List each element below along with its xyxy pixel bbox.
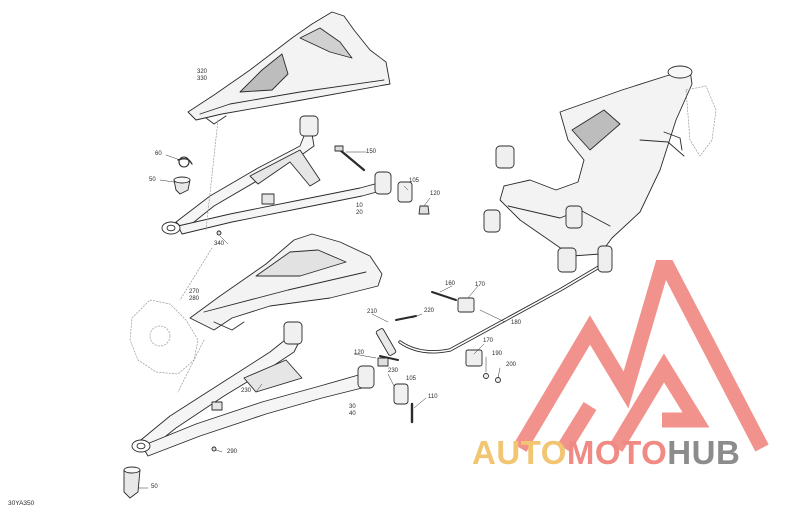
callout-105-lower: 105: [406, 376, 417, 382]
automotohub-wordmark: AUTOMOTOHUB: [472, 434, 800, 472]
callout-120-upper: 120: [430, 191, 441, 197]
lower-arm-hardware: [123, 315, 417, 499]
callout-10-20: 10 20: [356, 203, 363, 216]
leader-lines: [137, 151, 506, 489]
callout-340: 340: [214, 241, 225, 247]
callout-30-40: 30 40: [349, 404, 356, 417]
callout-160: 160: [445, 281, 456, 287]
callout-200: 200: [506, 362, 517, 368]
callout-105-upper: 105: [409, 178, 420, 184]
callout-270-280: 270 280: [189, 289, 200, 302]
callout-190: 190: [492, 351, 503, 357]
callout-180: 180: [511, 320, 522, 326]
callout-120-lower: 120: [354, 350, 365, 356]
callout-150: 150: [366, 149, 377, 155]
drawing-reference-code: 30YA350: [8, 500, 35, 507]
wordmark-part: MOTO: [566, 434, 668, 471]
upper-arm-protector: [187, 11, 391, 125]
callout-210: 210: [367, 309, 378, 315]
wordmark-part: AUTO: [472, 434, 567, 471]
callout-50: 50: [149, 177, 156, 183]
callout-220: 220: [424, 308, 435, 314]
callout-320-330: 320 330: [197, 69, 208, 82]
callout-170-lower: 170: [483, 338, 494, 344]
wordmark-part: HUB: [667, 434, 741, 471]
upper-a-arm: [161, 115, 392, 235]
callout-50-lower: 50: [151, 484, 158, 490]
callout-170-upper: 170: [475, 282, 486, 288]
sway-bar-assembly: [398, 262, 606, 383]
callout-230-left: 230: [241, 388, 252, 394]
callout-110: 110: [428, 394, 438, 400]
front-subframe: [483, 65, 693, 273]
automotohub-logo-icon: [513, 260, 769, 452]
callout-230-right: 230: [388, 368, 399, 374]
callout-290: 290: [227, 449, 238, 455]
lower-arm-protector: [189, 233, 383, 331]
upper-arm-hardware: [173, 145, 430, 236]
lower-a-arm: [131, 321, 375, 457]
ghost-knuckles: [129, 85, 717, 393]
callout-60: 60: [155, 151, 162, 157]
